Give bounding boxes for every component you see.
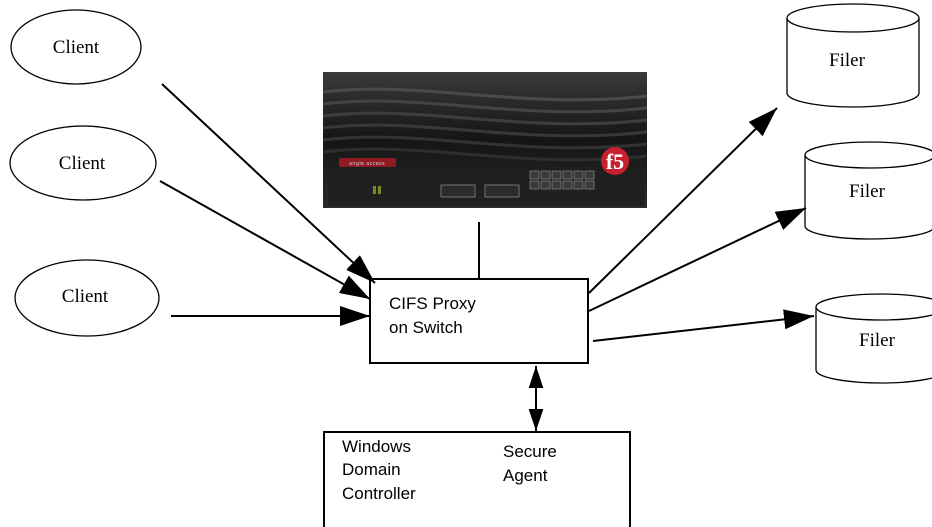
domain-controller-box: Windows Domain Controller Secure Agent [323,431,631,527]
filer-node-1: Filer [786,3,920,108]
controller-label-line3: Controller [342,484,416,503]
filer-node-3: Filer [815,293,932,384]
device-badge [339,158,396,167]
proxy-label-line2: on Switch [389,318,463,337]
device-ports [529,170,595,190]
client-node-1: Client [10,9,142,85]
filer-label-1: Filer [829,50,866,71]
client-label-3: Client [62,286,109,307]
filer-label-2: Filer [849,181,886,202]
client-node-2: Client [9,125,157,201]
f5-logo-text: f5 [606,149,624,174]
filer-node-2: Filer [804,141,932,240]
f5-logo [601,147,629,175]
arrow-proxy-to-filer2 [588,207,807,312]
switch-device-image: angle access f5 [322,72,648,208]
arrow-proxy-to-filer3 [592,309,815,342]
proxy-label-line1: CIFS Proxy [389,294,476,313]
client-label-2: Client [59,153,106,174]
controller-label-line2: Domain [342,460,401,479]
arrow-proxy-to-filer1 [588,107,778,294]
device-badge-text: angle access [349,161,385,167]
filer-label-3: Filer [859,330,896,351]
secure-agent-label-line2: Agent [503,466,548,485]
client-label-1: Client [53,37,100,58]
controller-label-line1: Windows [342,437,411,456]
secure-agent-label-line1: Secure [503,442,557,461]
client-node-3: Client [14,259,160,337]
arrow-client2-to-proxy [159,180,371,300]
arrow-client1-to-proxy [161,83,376,284]
cifs-proxy-box: CIFS Proxy on Switch [369,278,589,364]
